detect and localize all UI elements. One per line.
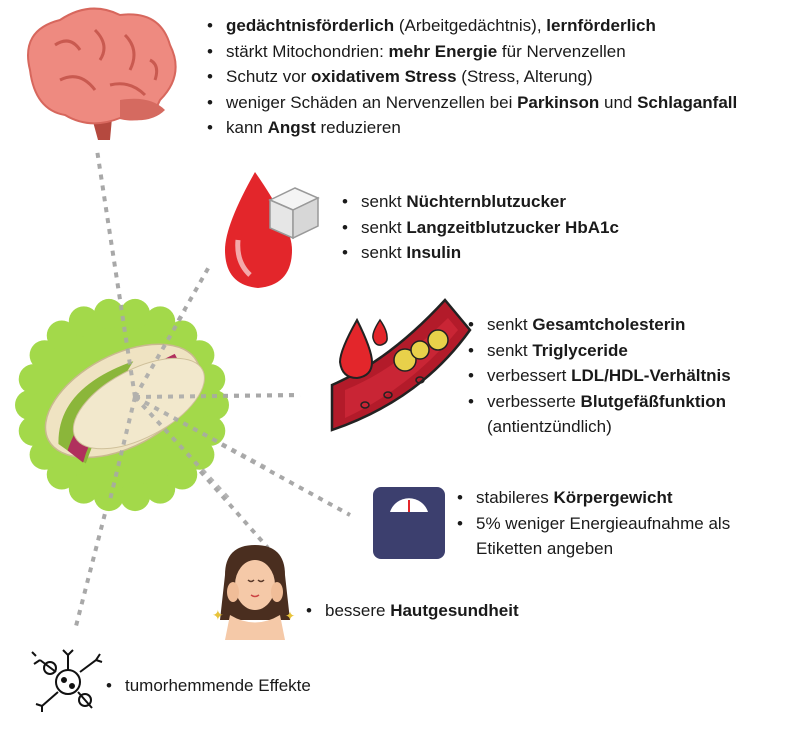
badge-scallop — [167, 459, 198, 490]
connector-brain — [95, 149, 137, 398]
benefit-highlight: mehr Energie — [388, 41, 498, 61]
benefit-text: für Nervenzellen — [497, 41, 626, 61]
benefit-item: stabileres Körpergewicht — [454, 485, 730, 511]
pistachio-icon — [44, 343, 205, 464]
tumor-cells-icon — [31, 649, 103, 712]
benefit-highlight: oxidativem Stress — [311, 67, 457, 86]
badge-scallop — [46, 459, 77, 490]
blood-vessel-icon — [330, 298, 472, 432]
weight-benefits: stabileres Körpergewicht5% weniger Energ… — [454, 485, 730, 562]
benefit-highlight: Nüchternblutzucker — [406, 192, 566, 211]
benefit-highlight: gedächtnisförderlich — [226, 16, 395, 35]
vessel-benefits: senkt Gesamtcholesterinsenkt Triglycerid… — [465, 312, 731, 440]
benefit-item: senkt Langzeitblutzucker HbA1c — [339, 215, 619, 241]
benefit-text: reduzieren — [315, 118, 401, 137]
benefit-item: verbesserte Blutgefäßfunktion — [465, 389, 731, 415]
connector-tumor — [73, 396, 137, 631]
badge-scallop — [18, 415, 49, 446]
benefit-text: tumorhemmende Effekte — [125, 676, 311, 695]
vessel-continuation: (antientzündlich) — [487, 417, 612, 436]
benefit-item: senkt Nüchternblutzucker — [339, 189, 619, 215]
svg-text:✦: ✦ — [212, 607, 224, 623]
benefit-text: senkt — [487, 315, 533, 334]
benefit-item: bessere Hautgesundheit — [303, 598, 519, 624]
skin-benefits-list: bessere Hautgesundheit — [303, 598, 519, 624]
benefit-text: (Arbeitgedächtnis), — [394, 16, 547, 35]
benefit-highlight: Angst — [267, 118, 316, 137]
skin-care-face-icon: ✦✦ — [212, 545, 295, 640]
benefit-text: und — [599, 92, 638, 112]
badge-scallop — [145, 473, 176, 504]
benefit-highlight: Insulin — [406, 243, 462, 262]
benefit-highlight: Blutgefäßfunktion — [580, 391, 726, 411]
scale-icon — [373, 487, 445, 559]
badge-scallop — [29, 439, 60, 470]
benefit-item: 5% weniger Energieaufnahme als — [454, 511, 730, 537]
brain-benefits-list: gedächtnisförderlich (Arbeitgedächtnis),… — [204, 13, 737, 141]
benefit-item: senkt Gesamtcholesterin — [465, 312, 731, 338]
benefit-highlight: lernförderlich — [546, 16, 656, 35]
benefit-item: stärkt Mitochondrien: mehr Energie für N… — [204, 39, 737, 65]
badge-scallop — [199, 390, 229, 420]
benefit-highlight: Gesamtcholesterin — [532, 315, 686, 334]
benefit-item: weniger Schäden an Nervenzellen bei Park… — [204, 90, 737, 116]
benefit-highlight: Körpergewicht — [553, 488, 673, 507]
brain-icon — [27, 7, 177, 140]
benefit-highlight: Hautgesundheit — [390, 601, 519, 620]
benefit-text: senkt — [361, 243, 407, 262]
benefit-text: bessere — [325, 601, 391, 620]
benefit-highlight: LDL/HDL-Verhältnis — [571, 366, 731, 385]
badge-scallop — [145, 306, 176, 337]
benefit-item: senkt Insulin — [339, 240, 619, 266]
svg-text:✦: ✦ — [285, 609, 295, 623]
badge-scallop — [29, 340, 60, 371]
benefit-text: 5% weniger Energieaufnahme als — [476, 513, 731, 533]
badge-scallop — [68, 306, 99, 337]
benefit-text: verbesserte — [487, 391, 581, 411]
benefit-text: kann — [226, 118, 268, 137]
benefit-item: gedächtnisförderlich (Arbeitgedächtnis),… — [204, 13, 737, 39]
benefit-text: verbessert — [487, 366, 572, 385]
benefit-highlight: Schlaganfall — [637, 92, 738, 112]
benefit-item: senkt Triglyceride — [465, 338, 731, 364]
weight-benefits-list: stabileres Körpergewicht5% weniger Energ… — [454, 485, 730, 536]
benefit-highlight: Triglyceride — [532, 340, 628, 360]
badge-scallop — [46, 320, 77, 351]
benefit-text: (Stress, Alterung) — [456, 67, 593, 86]
badge-scallop — [68, 473, 99, 504]
badge-scallop — [120, 481, 151, 512]
badge-scallop — [195, 415, 226, 446]
benefit-highlight: Langzeitblutzucker HbA1c — [406, 217, 619, 237]
benefit-item: verbessert LDL/HDL-Verhältnis — [465, 363, 731, 389]
blood-sugar-benefits-list: senkt Nüchternblutzuckersenkt Langzeitbl… — [339, 189, 619, 266]
benefit-text: senkt — [487, 340, 533, 360]
benefit-text: weniger Schäden an Nervenzellen bei — [226, 92, 518, 112]
blood-drop-sugar-icon — [225, 172, 320, 288]
badge-scallop — [93, 298, 124, 329]
badge-scallop — [15, 390, 45, 420]
benefit-text: senkt — [361, 217, 407, 237]
benefit-text: Schutz vor — [226, 67, 312, 86]
benefit-text: stabileres — [476, 488, 554, 507]
vessel-benefits-list: senkt Gesamtcholesterinsenkt Triglycerid… — [465, 312, 731, 414]
benefit-item: Schutz vor oxidativem Stress (Stress, Al… — [204, 64, 737, 90]
benefit-item: tumorhemmende Effekte — [103, 673, 311, 699]
tumor-benefits-list: tumorhemmende Effekte — [103, 673, 311, 699]
badge-scallop — [120, 298, 151, 329]
benefit-item: kann Angst reduzieren — [204, 115, 737, 141]
benefit-highlight: Parkinson — [517, 92, 600, 112]
badge-scallop — [184, 439, 215, 470]
badge-scallop — [18, 364, 49, 395]
benefit-text: senkt — [361, 192, 407, 211]
weight-continuation: Etiketten angeben — [476, 539, 614, 558]
benefit-text: stärkt Mitochondrien: — [226, 41, 389, 61]
